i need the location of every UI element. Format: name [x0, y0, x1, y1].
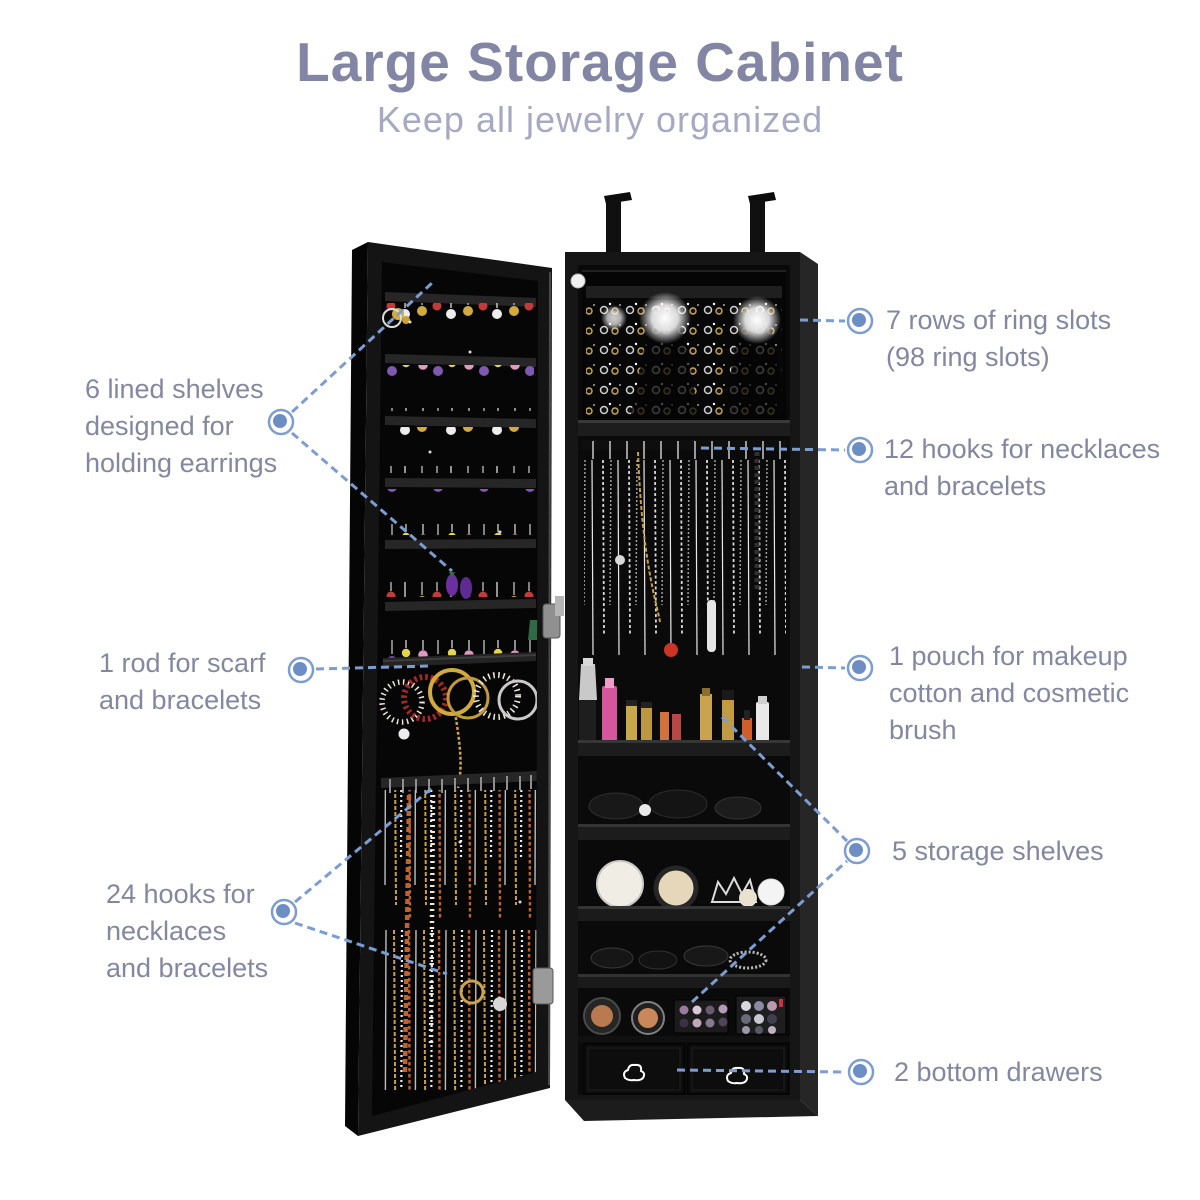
callout-24-hooks: 24 hooks for necklaces and bracelets — [106, 879, 269, 983]
callout-dot-icon — [846, 307, 874, 335]
callout-storage-shelves: 5 storage shelves — [892, 836, 1104, 866]
callout-dot-icon — [846, 654, 874, 682]
powder-shelf — [596, 860, 785, 911]
callout-connector-lines — [290, 281, 849, 1074]
callout-bottom-drawers: 2 bottom drawers — [894, 1057, 1103, 1087]
page-title: Large Storage Cabinet — [296, 31, 904, 93]
page-subtitle: Keep all jewelry organized — [376, 99, 824, 140]
callout-12-hooks: 12 hooks for necklaces and bracelets — [884, 434, 1161, 501]
bottom-drawers — [583, 1043, 789, 1095]
sunglasses-shelf — [588, 789, 762, 820]
door-latch — [555, 596, 564, 616]
necklace-hooks-section — [582, 440, 786, 660]
cabinet-body — [565, 192, 818, 1121]
door-necklace-hooks — [381, 771, 538, 1090]
callout-lined-shelves: 6 lined shelves designed for holding ear… — [85, 374, 278, 478]
scarf-rod — [379, 652, 538, 789]
door-magnet-knob — [570, 273, 586, 289]
callout-ring-slots: 7 rows of ring slots (98 ring slots) — [886, 305, 1112, 372]
callout-marker-dots — [267, 307, 875, 1086]
callout-makeup-pouch: 1 pouch for makeup cotton and cosmetic b… — [889, 641, 1130, 745]
ring-slots-section — [582, 272, 788, 422]
makeup-palette-shelf — [583, 995, 787, 1035]
cosmetics-shelf — [579, 658, 769, 742]
drawer-handle-icon — [623, 1063, 646, 1082]
callout-dot-icon — [270, 898, 298, 926]
hinge — [532, 967, 554, 1005]
callout-dot-icon — [843, 837, 871, 865]
bracelet-shelf — [590, 945, 768, 970]
callout-dot-icon — [267, 408, 295, 436]
earring-rails — [382, 292, 538, 659]
cabinet-door — [345, 242, 564, 1136]
callout-dot-icon — [847, 1058, 875, 1086]
callout-dot-icon — [846, 436, 874, 464]
callout-scarf-rod: 1 rod for scarf and bracelets — [99, 648, 266, 715]
callout-dot-icon — [287, 656, 315, 684]
